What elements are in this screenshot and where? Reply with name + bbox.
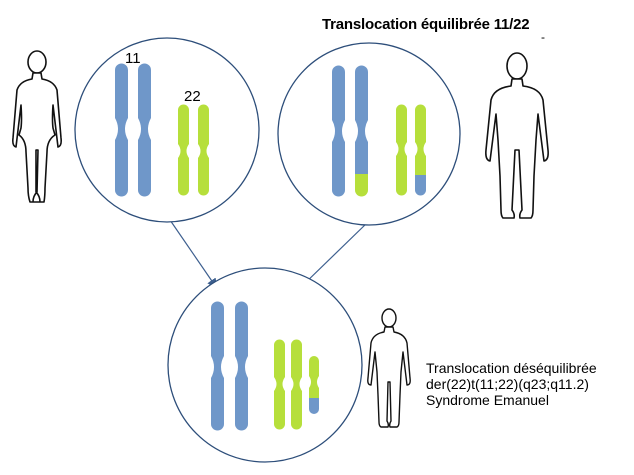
- chromosome-11: [138, 63, 151, 197]
- offspring-chromosome-11-pair: [211, 301, 248, 431]
- carrier-parent-circle: [277, 42, 461, 226]
- child-figure-icon: [367, 308, 411, 428]
- arrow-left-to-child: [169, 219, 218, 289]
- chromosome-22-label: 22: [184, 88, 201, 105]
- carrier-chromosome-22-pair: [396, 104, 426, 196]
- derivative-chromosome-22: [309, 356, 319, 414]
- chromosome-11-label: 11: [125, 50, 141, 67]
- derivative-chromosome-11: [355, 65, 368, 174]
- chromosome-22: [178, 104, 189, 196]
- caption-line-3: Syndrome Emanuel: [426, 392, 549, 408]
- chromosome-22: [291, 339, 302, 430]
- chromosome-11: [115, 63, 128, 197]
- translocated-11-segment: [309, 398, 319, 414]
- chromosome-11: [235, 301, 248, 431]
- offspring-caption: Translocation déséquilibrée der(22)t(11;…: [426, 360, 597, 408]
- translocated-11-segment: [415, 175, 426, 196]
- derivative-chromosome-22: [415, 104, 426, 175]
- female-parent-figure-icon: [12, 50, 62, 203]
- normal-chromosome-11-pair: [115, 63, 151, 197]
- chromosome-22: [274, 339, 285, 430]
- chromosome-22: [198, 104, 209, 196]
- translocated-22-segment: [355, 174, 368, 197]
- caption-line-1: Translocation déséquilibrée: [426, 360, 597, 376]
- normal-parent-circle: [74, 37, 260, 223]
- male-parent-figure-icon: [485, 52, 549, 219]
- diagram-title: Translocation équilibrée 11/22: [322, 16, 530, 33]
- chromosome-11: [211, 301, 224, 431]
- dash-mark: -: [541, 30, 545, 44]
- caption-line-2: der(22)t(11;22)(q23;q11.2): [426, 376, 589, 392]
- offspring-circle: [167, 267, 363, 463]
- arrow-right-to-child: [298, 221, 369, 290]
- chromosome-11: [332, 65, 345, 197]
- offspring-chromosome-22-pair: [274, 339, 302, 430]
- normal-chromosome-22-pair: [178, 104, 209, 196]
- carrier-chromosome-11-pair: [332, 65, 368, 197]
- chromosome-22: [396, 104, 407, 196]
